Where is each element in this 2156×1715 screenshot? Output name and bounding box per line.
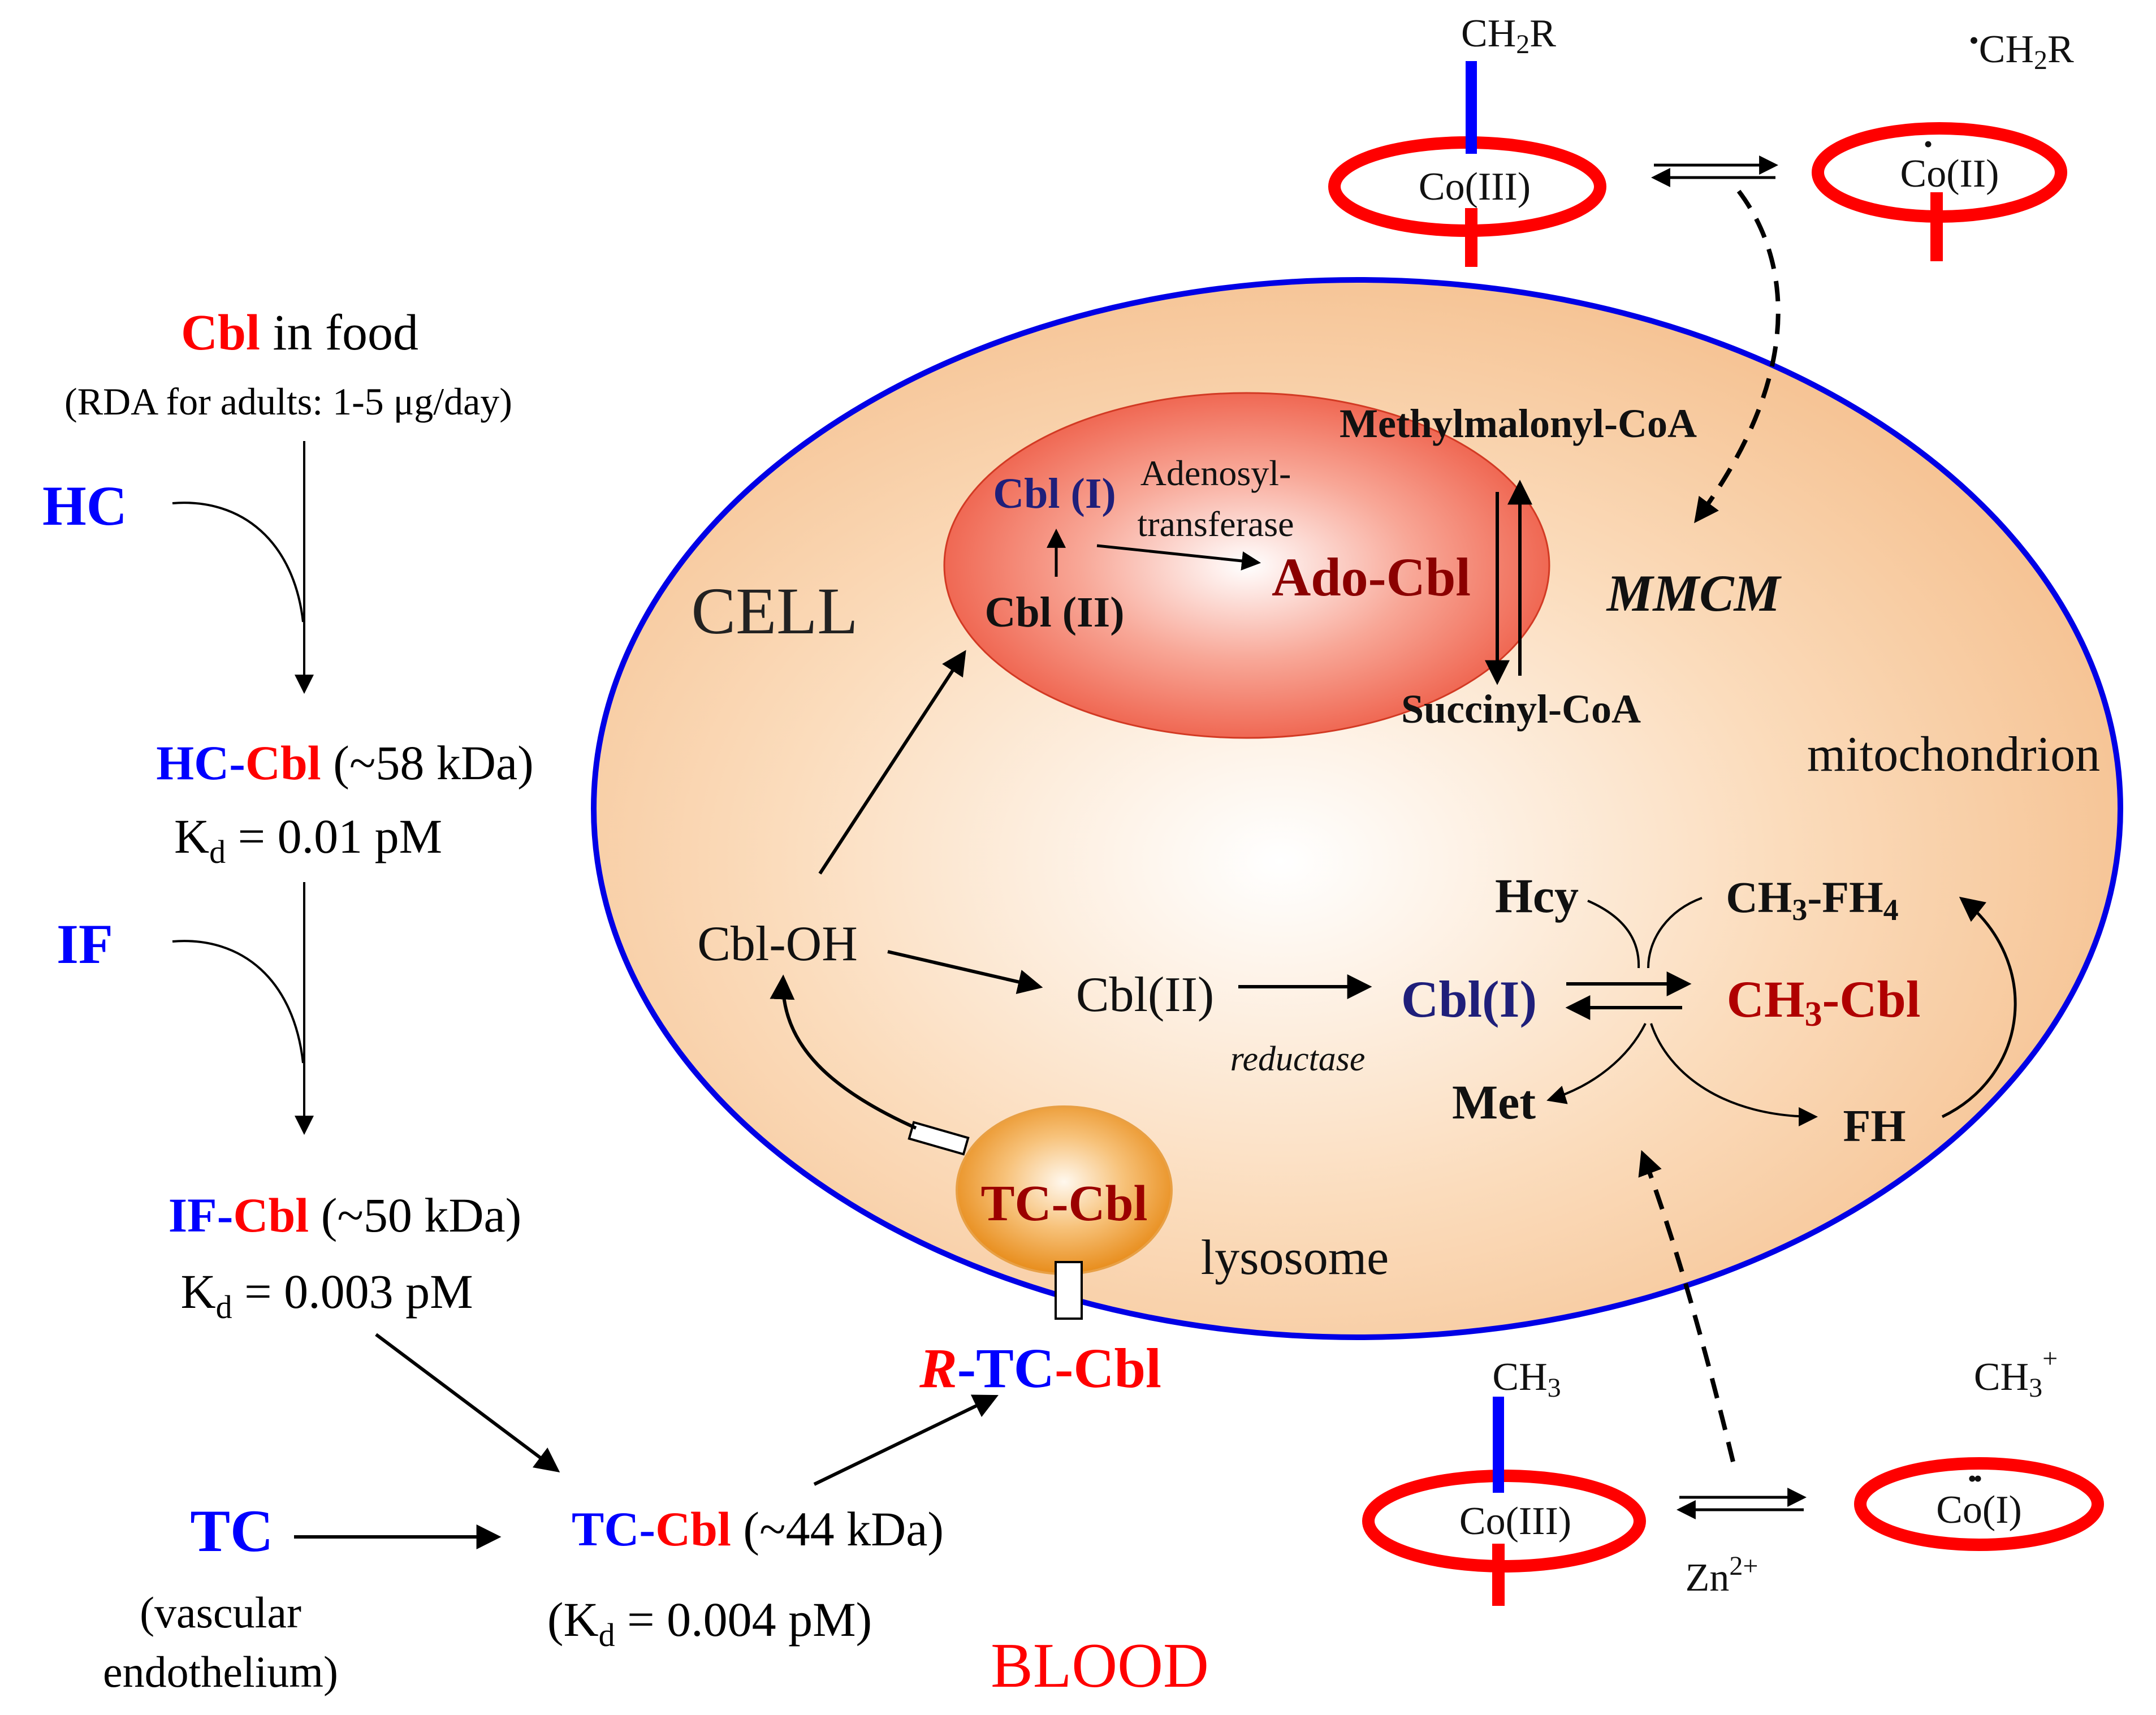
arrow-cbl-oh-to-cbl-ii — [887, 950, 1043, 995]
arrow-if-cbl-to-tc-cbl — [375, 1333, 560, 1472]
fh-label: FH — [1843, 1101, 1906, 1151]
methylmalonyl-coa-label: Methylmalonyl-CoA — [1340, 401, 1697, 446]
dashed-arrow-methylcbl-to-cycle — [1638, 1150, 1735, 1462]
bottom-left-ligand: CH3 — [1492, 1355, 1561, 1403]
bottom-right-ligand: CH3+ — [1974, 1344, 2058, 1403]
ch3-fh4-label: CH3-FH4 — [1726, 872, 1898, 927]
cbl-oh-label: Cbl-OH — [697, 917, 858, 971]
bottom-right-cobalt: Co(I) — [1936, 1488, 2022, 1532]
ado-cbl-label: Ado-Cbl — [1272, 547, 1471, 607]
cell-cbl-i-label: Cbl(I) — [1401, 970, 1537, 1028]
mitochondrion-label: mitochondrion — [1807, 727, 2100, 782]
top-right-cobalt: Co(II) — [1900, 152, 1999, 196]
dashed-arrow-adocbl-to-mmcm — [1694, 189, 1781, 524]
tc-kd-label: (Kd = 0.004 pM) — [547, 1592, 872, 1653]
cobalt-ring-bottom-right — [1854, 1457, 2104, 1551]
hc-label: HC — [42, 474, 127, 537]
if-label: IF — [57, 913, 113, 975]
lysosome-receptor-bottom — [1055, 1261, 1083, 1320]
transferase-line2: transferase — [1137, 504, 1294, 544]
reductase-label: reductase — [1230, 1040, 1366, 1078]
if-kd-label: Kd = 0.003 pM — [180, 1264, 473, 1325]
r-tc-cbl-label: R-TC-Cbl — [919, 1337, 1161, 1399]
tc-label: TC — [190, 1498, 273, 1564]
arrow-to-ado-cbl — [1096, 544, 1261, 571]
hc-kd-label: Kd = 0.01 pM — [174, 809, 442, 870]
top-right-ligand: •CH2R — [1969, 24, 2074, 75]
top-left-cobalt: Co(III) — [1419, 165, 1531, 209]
curve-ch3fh4 — [1647, 897, 1703, 969]
tc-source-line1: (vascular — [140, 1588, 301, 1637]
top-left-ligand: CH2R — [1461, 12, 1556, 59]
transferase-line1: Adenosyl- — [1140, 453, 1291, 493]
arrow-to-met — [1546, 1023, 1647, 1104]
arrow-lysosome-to-cbl-oh — [770, 974, 917, 1130]
arrow-if-binding — [172, 940, 304, 1064]
ch3-cbl-label: CH3-Cbl — [1727, 970, 1921, 1034]
rda-label: (RDA for adults: 1-5 μg/day) — [64, 380, 512, 423]
hc-cbl-label: HC-Cbl (~58 kDa) — [156, 736, 534, 790]
cell-label: CELL — [692, 574, 858, 648]
lysosome-tc-cbl-label: TC-Cbl — [980, 1176, 1147, 1232]
mito-cbl-i-label: Cbl (I) — [993, 470, 1116, 517]
arrow-to-fh — [1650, 1023, 1818, 1126]
curve-hcy — [1587, 900, 1640, 969]
tc-cbl-label: TC-Cbl (~44 kDa) — [572, 1502, 944, 1556]
zinc-label: Zn2+ — [1686, 1551, 1758, 1600]
top-right-cobalt-dot: • — [1924, 129, 1933, 158]
food-label: Cbl in food — [181, 305, 418, 361]
tc-source-line2: endothelium) — [103, 1647, 338, 1696]
blood-label: BLOOD — [991, 1631, 1209, 1701]
hcy-label: Hcy — [1495, 869, 1579, 923]
bottom-left-cobalt: Co(III) — [1459, 1500, 1571, 1543]
lysosome-receptor-top — [908, 1121, 970, 1156]
lysosome-label: lysosome — [1201, 1230, 1389, 1285]
arrow-hc-binding — [172, 502, 304, 623]
arrow-tc-cbl-to-r-tc-cbl — [813, 1394, 999, 1486]
arrow-cbl-oh-to-mito — [818, 650, 966, 875]
mmcm-label: MMCM — [1606, 564, 1782, 622]
cell-cbl-ii-label: Cbl(II) — [1076, 967, 1214, 1022]
succinyl-coa-label: Succinyl-CoA — [1401, 686, 1641, 732]
mito-cbl-ii-label: Cbl (II) — [984, 589, 1124, 636]
met-label: Met — [1452, 1075, 1536, 1129]
if-cbl-label: IF-Cbl (~50 kDa) — [168, 1188, 522, 1242]
arrow-fh-to-ch3fh4 — [1941, 896, 2017, 1118]
